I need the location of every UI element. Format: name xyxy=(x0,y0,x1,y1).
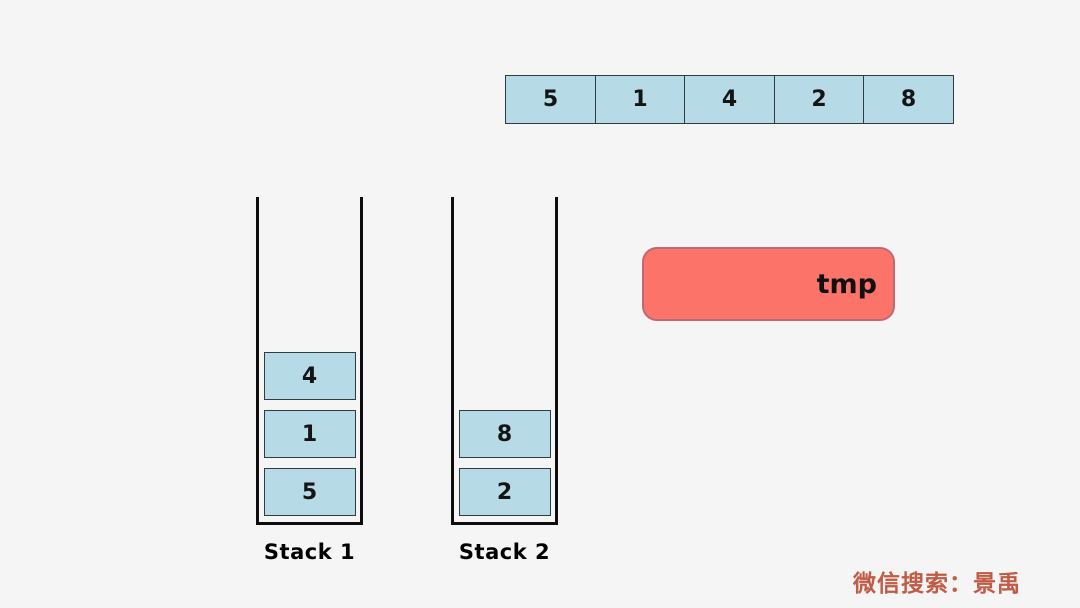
array-cell: 5 xyxy=(505,75,596,124)
stack-1-well: 4 1 5 xyxy=(256,197,363,525)
array-cell: 1 xyxy=(594,75,686,124)
stack-2-group: 8 2 Stack 2 xyxy=(451,197,558,564)
array-cell: 8 xyxy=(863,75,954,124)
stack-item: 4 xyxy=(263,352,356,400)
stack-2-label: Stack 2 xyxy=(458,540,551,564)
array-cell: 2 xyxy=(773,75,865,124)
tmp-variable-box: tmp xyxy=(642,247,895,321)
array-cell: 4 xyxy=(684,75,775,124)
stack-item: 8 xyxy=(458,410,551,458)
stack-1-group: 4 1 5 Stack 1 xyxy=(256,197,363,564)
stack-item: 1 xyxy=(263,410,356,458)
input-array: 5 1 4 2 8 xyxy=(505,75,954,124)
tmp-label: tmp xyxy=(816,268,877,300)
stack-item: 5 xyxy=(263,468,356,516)
watermark-text: 微信搜索：景禹 xyxy=(853,571,1021,597)
stack-1-label: Stack 1 xyxy=(263,540,356,564)
stack-item: 2 xyxy=(458,468,551,516)
stack-2-well: 8 2 xyxy=(451,197,558,525)
